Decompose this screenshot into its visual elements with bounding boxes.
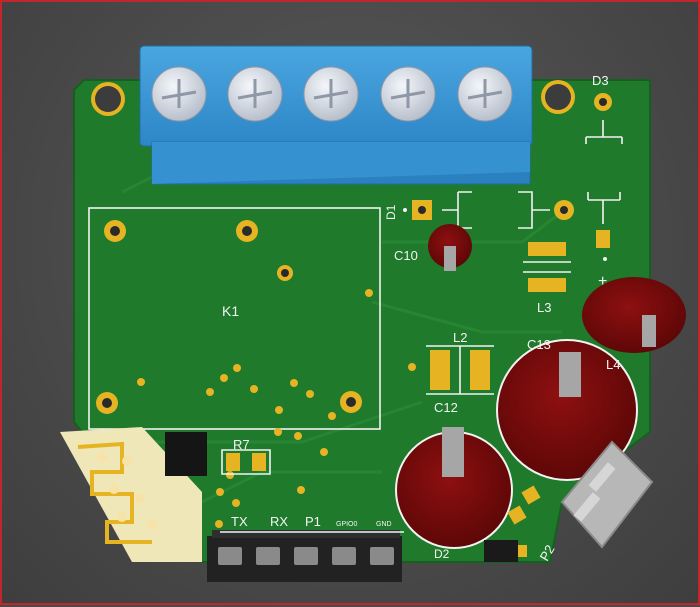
pin-header: [207, 530, 404, 582]
screw-1: [151, 66, 207, 122]
label-d2: D2: [434, 547, 450, 561]
relay-pads: [96, 220, 362, 414]
capacitor-right: [582, 277, 686, 353]
plus-mark-a: +: [598, 273, 607, 290]
diode-d2: [484, 540, 518, 562]
label-l3: L3: [537, 300, 551, 315]
label-c13: C13: [527, 337, 551, 352]
capacitor-c13: [496, 339, 638, 481]
inductor-l2: [426, 345, 494, 395]
diode-d1: [403, 191, 574, 229]
connector-p2: [560, 440, 654, 549]
label-p1: P1: [305, 514, 321, 529]
label-gpio0: GPIO0: [336, 521, 358, 528]
label-gnd: GND: [376, 521, 392, 528]
capacitor-c12: [395, 427, 513, 549]
screw-3: [303, 66, 359, 122]
ic-chip: [165, 432, 207, 476]
label-tx: TX: [231, 514, 248, 529]
mounting-hole-right: [541, 80, 575, 114]
label-l2: L2: [453, 330, 467, 345]
screw-5: [457, 66, 513, 122]
label-l4: L4: [606, 357, 620, 372]
label-r7: R7: [233, 437, 250, 452]
label-rx: RX: [270, 514, 288, 529]
mounting-hole-left: [91, 82, 125, 116]
vias: [137, 289, 416, 528]
screw-4: [380, 66, 436, 122]
inductor-l3: [523, 242, 571, 292]
diode-d3: [585, 93, 623, 261]
screw-2: [227, 66, 283, 122]
resistor-r7: [221, 449, 271, 475]
label-p2: P2: [537, 542, 558, 563]
capacitor-c10: [428, 224, 472, 271]
terminal-block: [139, 45, 533, 185]
label-d1: D1: [384, 204, 398, 220]
label-c12: C12: [434, 400, 458, 415]
relay-outline: [88, 207, 381, 430]
label-d3: D3: [592, 73, 609, 88]
label-k1: K1: [222, 303, 239, 319]
label-c10: C10: [394, 248, 418, 263]
